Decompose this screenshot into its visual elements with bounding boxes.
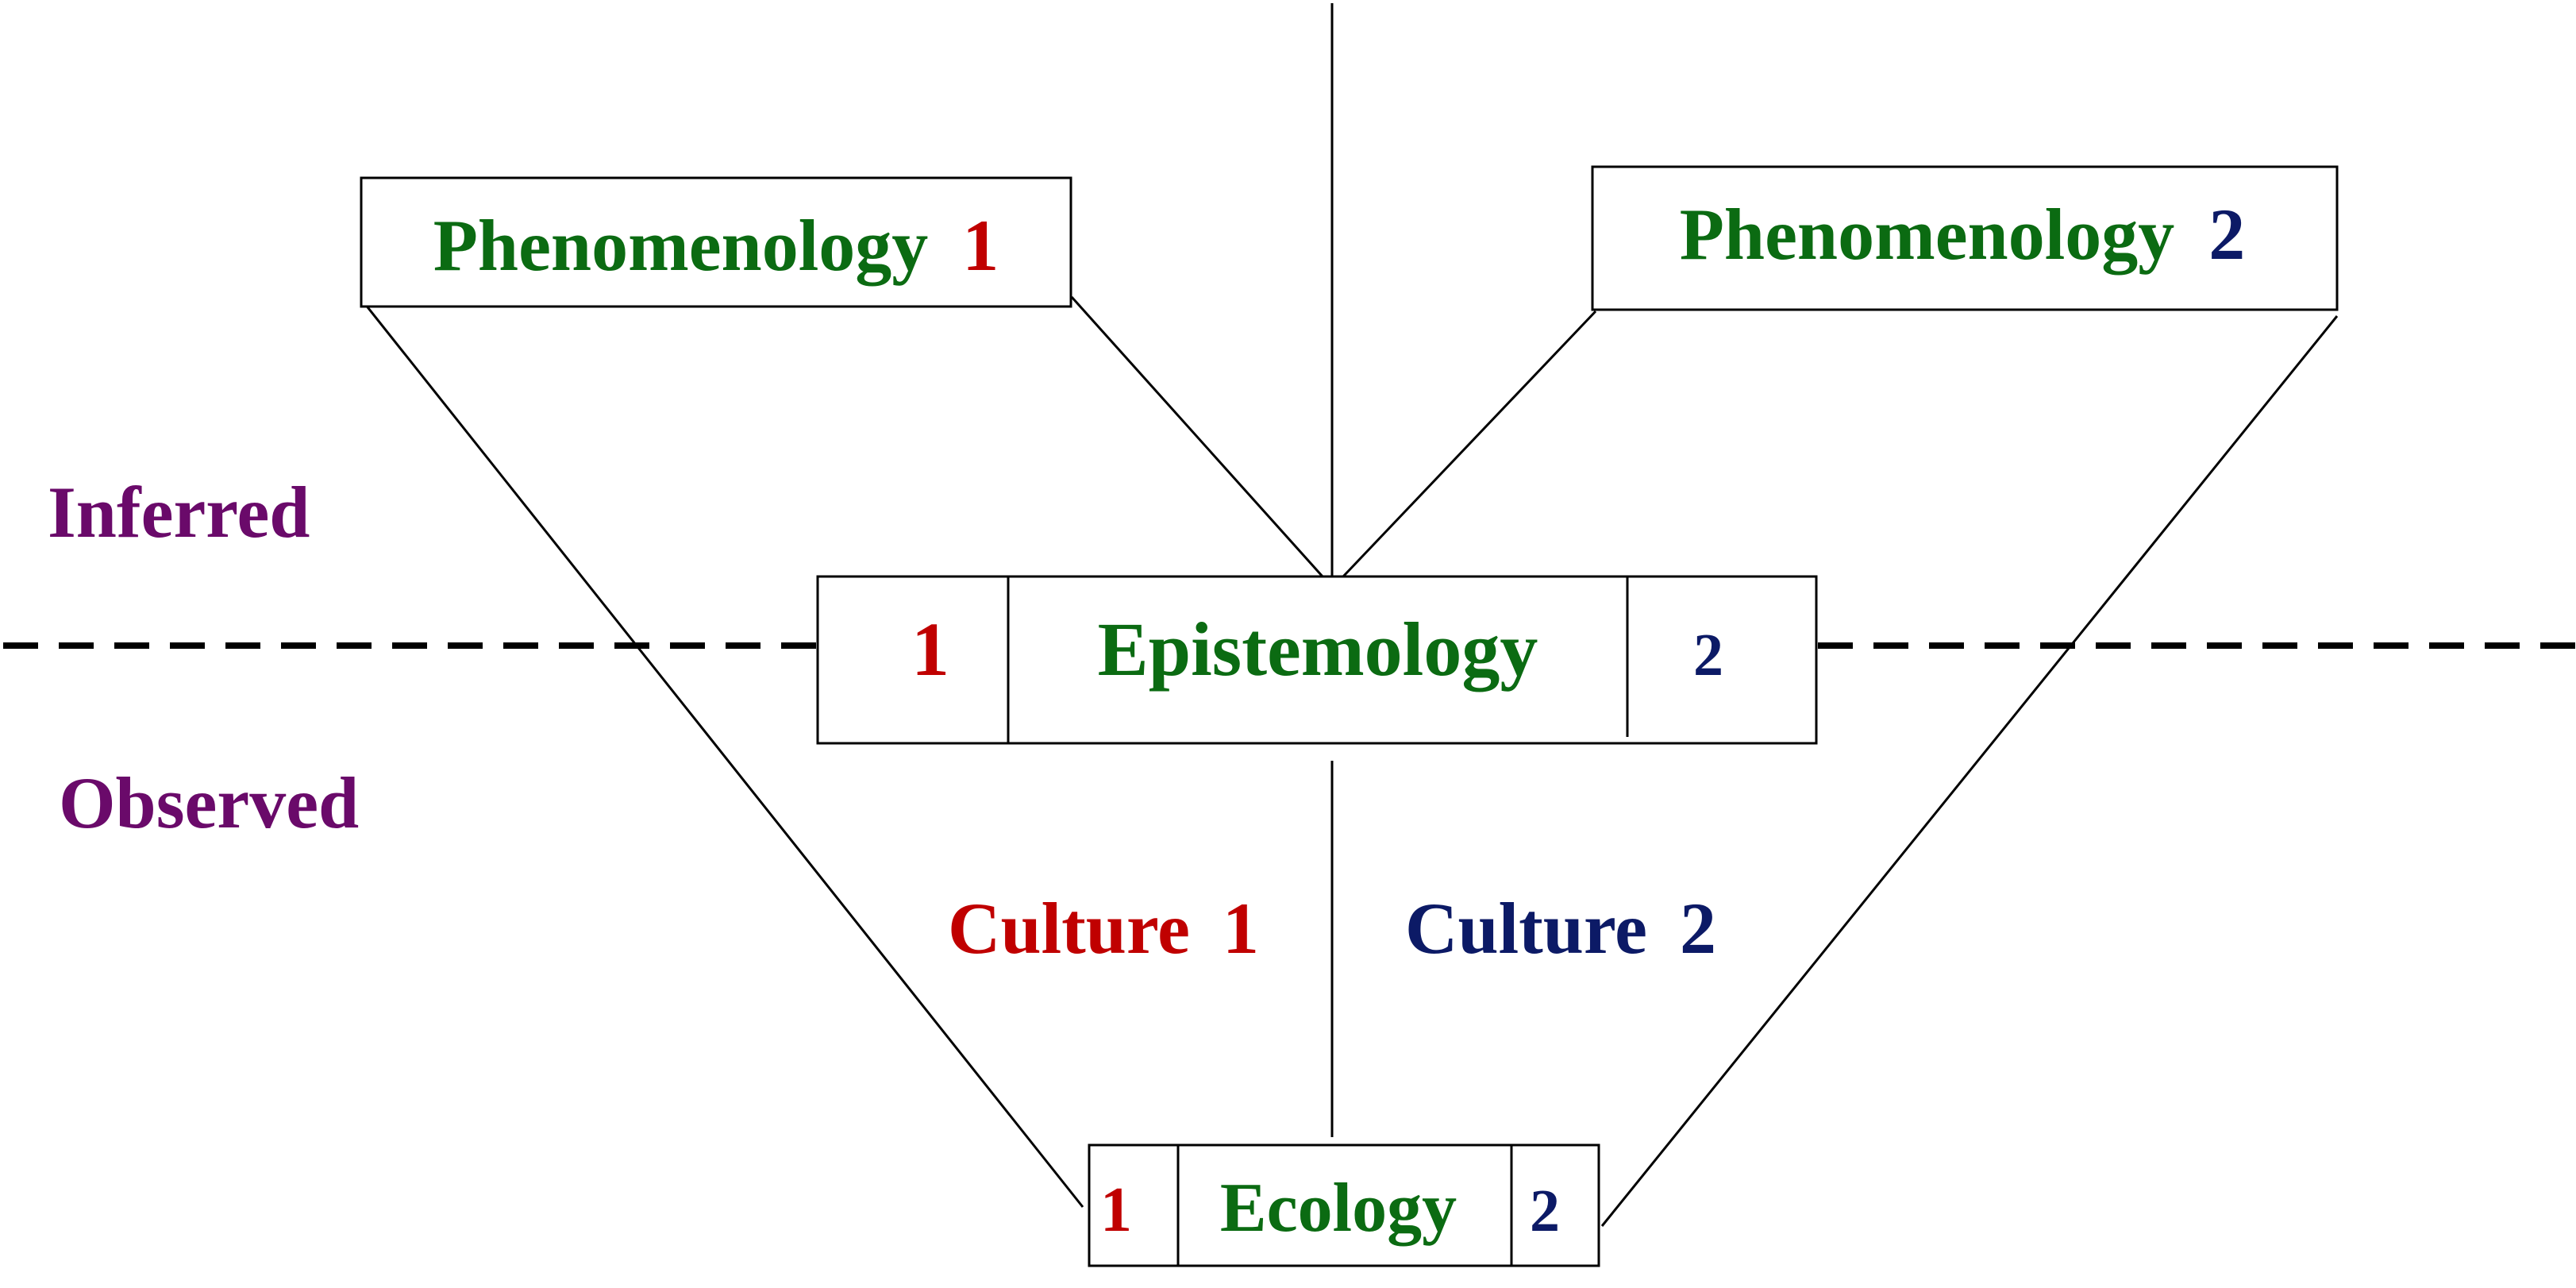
svg-text:Culture 2: Culture 2 xyxy=(1405,888,1716,969)
culture-2-number: 2 xyxy=(1680,888,1716,969)
culture-1-name: Culture xyxy=(948,888,1190,969)
phenomenology-2-box: Phenomenology 2 xyxy=(1591,165,2339,311)
ecology-right-number: 2 xyxy=(1530,1178,1560,1244)
ecology-left-number: 1 xyxy=(1100,1175,1132,1245)
svg-text:Culture 1: Culture 1 xyxy=(948,888,1259,969)
phenomenology-1-number: 1 xyxy=(962,205,999,286)
inferred-label: Inferred xyxy=(48,472,310,553)
epistemology-box: 1 Epistemology 2 xyxy=(816,575,1818,745)
culture-1-number: 1 xyxy=(1223,888,1259,969)
epistemology-name: Epistemology xyxy=(1098,607,1538,692)
connector-pheno2-to-epistemology xyxy=(1342,310,1597,578)
phenomenology-1-name: Phenomenology xyxy=(433,205,929,286)
connector-pheno1-to-epistemology xyxy=(1070,295,1324,578)
connector-pheno1-to-ecology xyxy=(360,299,1084,1208)
epistemology-right-number: 2 xyxy=(1693,622,1723,688)
phenomenology-2-number: 2 xyxy=(2208,194,2245,275)
connector-pheno2-to-ecology xyxy=(1600,315,2339,1227)
phenomenology-2-name: Phenomenology xyxy=(1680,194,2175,275)
observed-label: Observed xyxy=(59,762,359,843)
culture-2-name: Culture xyxy=(1405,888,1647,969)
svg-text:Phenomenology 1: Phenomenology 1 xyxy=(433,205,999,286)
phenomenology-1-box: Phenomenology 1 xyxy=(360,176,1072,308)
ecology-box: 1 Ecology 2 xyxy=(1088,1143,1600,1267)
svg-text:Phenomenology 2: Phenomenology 2 xyxy=(1680,194,2246,275)
epistemology-left-number: 1 xyxy=(911,607,949,692)
ecology-name: Ecology xyxy=(1220,1170,1457,1247)
